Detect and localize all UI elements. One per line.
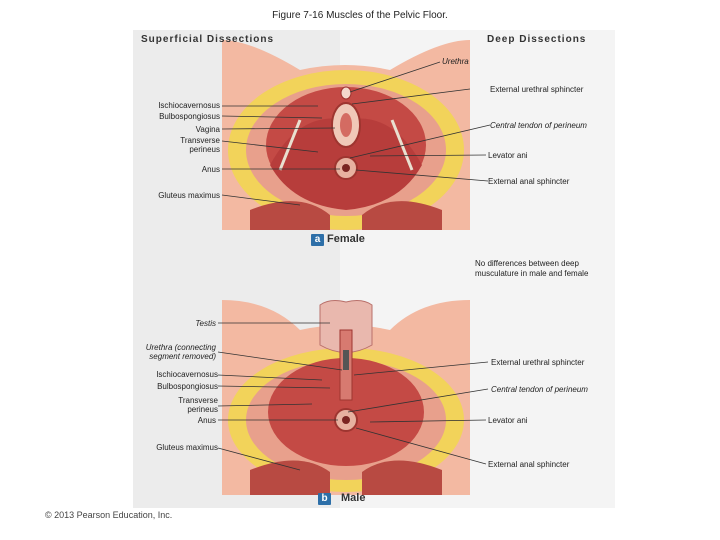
male-badge: b	[318, 493, 331, 505]
label-urethra-male: Urethra (connecting segment removed)	[145, 343, 216, 361]
male-illustration	[222, 300, 470, 495]
label-anus-male: Anus	[197, 416, 216, 425]
label-transverse-perineus: Transverse perineus	[180, 136, 220, 154]
label-anus: Anus	[201, 165, 220, 174]
label-bulbospongiosus: Bulbospongiosus	[159, 112, 220, 121]
female-caption: Female	[327, 233, 365, 245]
label-vagina: Vagina	[195, 125, 220, 134]
label-gluteus-maximus-male: Gluteus maximus	[156, 443, 218, 452]
copyright-text: © 2013 Pearson Education, Inc.	[45, 510, 173, 520]
label-external-urethral-sphincter-male: External urethral sphincter	[491, 358, 585, 367]
label-levator-ani-male: Levator ani	[488, 416, 528, 425]
label-ischiocavernosus: Ischiocavernosus	[158, 101, 220, 110]
label-bulbospongiosus-male: Bulbospongiosus	[157, 382, 218, 391]
label-urethra: Urethra	[442, 57, 469, 66]
label-external-urethral-sphincter: External urethral sphincter	[490, 85, 584, 94]
label-external-anal-sphincter: External anal sphincter	[488, 177, 570, 186]
figure-title: Figure 7-16 Muscles of the Pelvic Floor.	[272, 10, 448, 21]
label-external-anal-sphincter-male: External anal sphincter	[488, 460, 570, 469]
label-ischiocavernosus-male: Ischiocavernosus	[156, 370, 218, 379]
label-testis: Testis	[195, 319, 216, 328]
label-gluteus-maximus: Gluteus maximus	[158, 191, 220, 200]
male-caption: Male	[341, 492, 366, 504]
note-text: No differences between deep musculature …	[475, 259, 589, 278]
label-central-tendon-male: Central tendon of perineum	[491, 385, 588, 394]
female-illustration	[222, 40, 470, 230]
deep-header: Deep Dissections	[487, 34, 587, 45]
label-transverse-perineus-male: Transverse perineus	[178, 396, 218, 414]
label-central-tendon: Central tendon of perineum	[490, 121, 587, 130]
superficial-header: Superficial Dissections	[141, 34, 275, 45]
female-badge: a	[311, 234, 324, 246]
label-levator-ani: Levator ani	[488, 151, 528, 160]
